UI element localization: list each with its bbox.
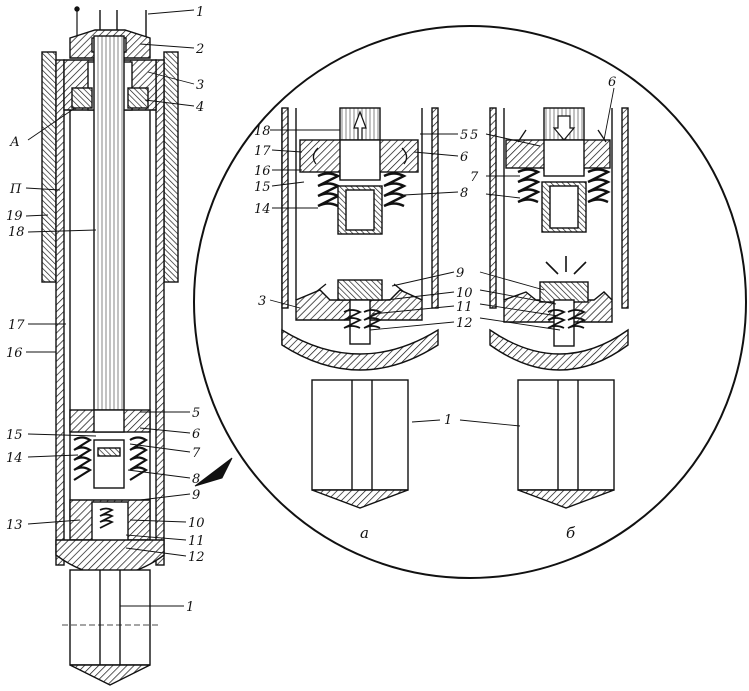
label-16: 16 <box>6 346 23 361</box>
a-label-10: 10 <box>456 286 473 301</box>
label-3: 3 <box>196 78 204 93</box>
label-1: 1 <box>196 5 204 20</box>
label-5: 5 <box>192 406 200 421</box>
detail-b-leaders <box>411 87 615 427</box>
a-label-11: 11 <box>456 300 473 315</box>
b-label-5: 5 <box>470 128 478 143</box>
label-11: 11 <box>188 534 205 549</box>
label-2: 2 <box>195 42 204 57</box>
caption-a: а <box>360 524 369 542</box>
detail-a <box>281 107 439 509</box>
label-6: 6 <box>192 427 200 442</box>
a-label-15: 15 <box>254 180 271 195</box>
main-leader-lines <box>25 9 195 607</box>
a-label-6: 6 <box>460 150 468 165</box>
b-label-1: 1 <box>444 413 452 428</box>
a-label-8: 8 <box>460 186 468 201</box>
a-label-9: 9 <box>456 266 464 281</box>
label-18: 18 <box>8 225 25 240</box>
a-label-3: 3 <box>258 294 266 309</box>
a-label-14: 14 <box>254 202 271 217</box>
label-9: 9 <box>192 488 200 503</box>
caption-b: б <box>566 524 576 542</box>
a-label-5: 5 <box>460 128 468 143</box>
detail-b <box>489 107 629 509</box>
main-section <box>41 6 179 686</box>
a-label-16: 16 <box>254 164 271 179</box>
label-12: 12 <box>188 550 205 565</box>
b-label-6-top: 6 <box>608 75 616 90</box>
detail-b-labels: 6 5 7 1 б <box>444 75 616 542</box>
label-1-bottom: 1 <box>186 600 194 615</box>
label-8: 8 <box>192 472 200 487</box>
a-label-17: 17 <box>254 144 271 159</box>
label-19: 19 <box>6 209 23 224</box>
a-label-12: 12 <box>456 316 473 331</box>
main-labels: 1 2 3 4 А П 19 18 17 16 5 6 15 7 14 8 9 … <box>6 5 205 615</box>
label-14: 14 <box>6 451 23 466</box>
label-4: 4 <box>195 100 204 115</box>
detail-callout <box>193 25 747 579</box>
label-17: 17 <box>8 318 25 333</box>
label-A: А <box>9 135 20 150</box>
detail-a-labels: 18 17 16 15 14 5 6 8 9 10 11 12 3 а <box>254 124 473 542</box>
label-15: 15 <box>6 428 23 443</box>
label-13: 13 <box>6 518 23 533</box>
b-label-7: 7 <box>470 170 479 185</box>
a-label-18: 18 <box>254 124 271 139</box>
detail-a-leaders <box>269 129 459 331</box>
label-P: П <box>9 182 22 197</box>
label-7: 7 <box>192 446 201 461</box>
label-10: 10 <box>188 516 205 531</box>
